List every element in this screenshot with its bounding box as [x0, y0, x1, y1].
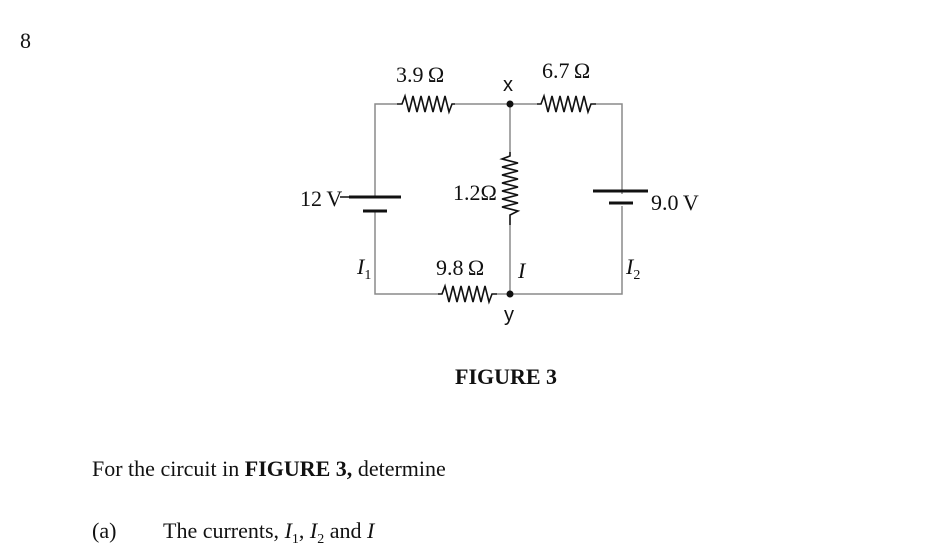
- node-y-label: y: [504, 304, 514, 326]
- current-i2-label: I2: [626, 254, 641, 283]
- label-1-2-ohm: 1.2Ω: [453, 180, 497, 205]
- current-i-label: I: [518, 258, 526, 283]
- current-i1-label: I1: [357, 254, 372, 283]
- label-6-7-ohm: 6.7 Ω: [542, 58, 591, 83]
- resistor-1-2: [499, 152, 521, 225]
- node-x-label: x: [503, 74, 513, 96]
- label-3-9-ohm: 3.9 Ω: [396, 62, 445, 87]
- resistor-9-8: [438, 283, 497, 305]
- question-number: 8: [20, 28, 31, 53]
- wires: [374, 103, 623, 295]
- label-12v: 12 V: [300, 186, 343, 211]
- part-a-text: The currents, I1, I2 and I: [163, 518, 375, 547]
- wire-right: [596, 103, 623, 194]
- part-a-label: (a): [92, 518, 117, 543]
- wire-left-lower: [374, 212, 438, 295]
- label-9-8-ohm: 9.8 Ω: [436, 255, 485, 280]
- node-x-dot: [506, 100, 514, 108]
- node-y-dot: [506, 290, 514, 298]
- question-prompt: For the circuit in FIGURE 3, determine: [92, 456, 446, 481]
- wire-right-lower: [510, 206, 623, 295]
- resistor-3-9: [397, 93, 455, 115]
- figure-caption: FIGURE 3: [455, 364, 558, 389]
- label-9v: 9.0 V: [651, 190, 699, 215]
- wire-left: [374, 103, 397, 197]
- resistor-6-7: [537, 93, 596, 115]
